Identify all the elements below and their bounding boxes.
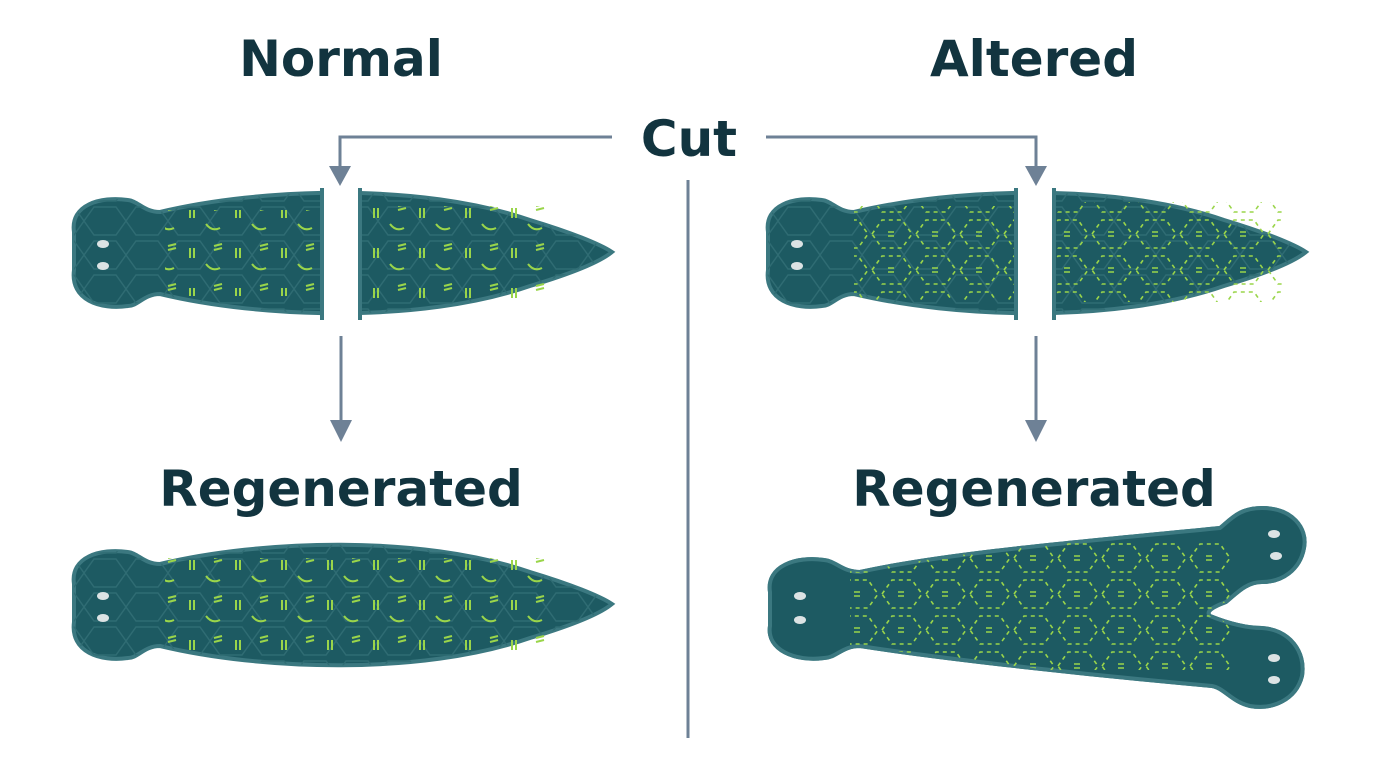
planarian-regenerated-two-headed bbox=[767, 505, 1307, 709]
cut-arrows bbox=[338, 135, 1038, 180]
normal-title: Normal bbox=[239, 30, 443, 88]
cut-arrow-right-head bbox=[1025, 166, 1047, 186]
planarian-altered-cut-tail bbox=[1054, 190, 1308, 316]
planarian-altered-cut-head bbox=[765, 190, 1016, 316]
planarian-normal-cut bbox=[71, 188, 615, 320]
cut-label: Cut bbox=[641, 110, 737, 168]
planarian-altered-cut bbox=[765, 188, 1308, 320]
cut-arrow-left-head bbox=[329, 166, 351, 186]
regenerated-normal-label: Regenerated bbox=[159, 460, 523, 518]
altered-title: Altered bbox=[930, 30, 1138, 88]
planarian-normal-cut-tail bbox=[360, 190, 615, 316]
regeneration-arrows bbox=[330, 336, 1047, 442]
planarian-normal-cut-head bbox=[71, 190, 322, 316]
regenerated-altered-label: Regenerated bbox=[852, 460, 1216, 518]
planarian-regenerated-normal bbox=[71, 542, 615, 668]
